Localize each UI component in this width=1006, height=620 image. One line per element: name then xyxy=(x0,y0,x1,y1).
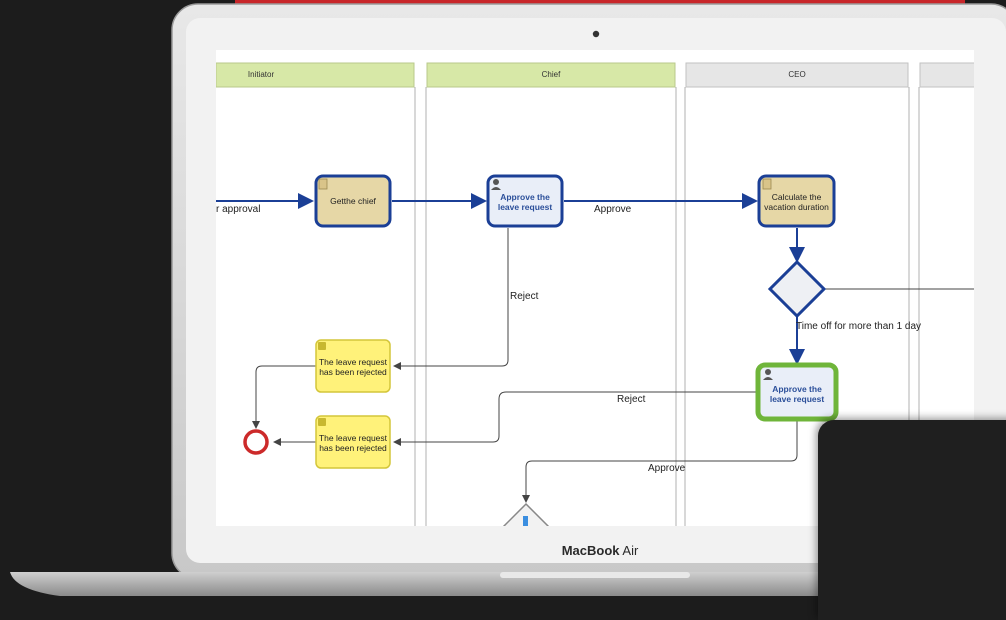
message-rejected-2 xyxy=(315,415,391,469)
flow-label: Approve xyxy=(594,204,632,215)
brand-name: MacBook xyxy=(561,543,620,558)
flow-approve-2 xyxy=(522,420,798,503)
lane-header-ceo xyxy=(685,62,909,88)
end-event-icon xyxy=(243,429,269,455)
laptop-notch xyxy=(500,572,690,578)
camera-icon xyxy=(592,30,600,38)
task-approve-leave-1 xyxy=(486,174,564,228)
task-label[interactable]: Approve the leave request xyxy=(769,384,825,404)
lane-title-initiator: Initiator xyxy=(247,70,275,79)
brand-model: Air xyxy=(622,543,639,558)
laptop-brand: MacBook Air xyxy=(540,543,660,558)
bottom-gateway-icon xyxy=(502,502,550,526)
flow-label: Reject xyxy=(617,394,646,405)
task-approve-leave-2 xyxy=(755,362,839,422)
bpmn-canvas xyxy=(216,62,974,526)
message-icon xyxy=(318,342,326,350)
flow-reject-2 xyxy=(393,391,756,446)
user-icon xyxy=(493,179,499,185)
script-task-icon xyxy=(318,178,328,190)
flow-label: r approval xyxy=(216,204,261,215)
lane-header-initiator xyxy=(216,62,415,88)
task-label[interactable]: Calculate the vacation duration xyxy=(764,192,829,212)
lane-header-chief xyxy=(426,62,676,88)
flow-label: Reject xyxy=(510,291,539,302)
user-icon xyxy=(763,377,773,380)
flow-label: Time off for more than 1 day xyxy=(796,321,922,332)
task-get-chief xyxy=(314,174,392,228)
message-label[interactable]: The leave request has been rejected xyxy=(318,433,388,453)
dark-overlay-card xyxy=(818,420,1006,620)
message-icon xyxy=(318,418,326,426)
lane-title-chief: Chief xyxy=(541,70,561,79)
lane-title-ceo: CEO xyxy=(788,70,806,79)
flow-to-end-1 xyxy=(252,365,316,429)
script-task-icon xyxy=(762,178,772,190)
task-label[interactable]: Approve the leave request xyxy=(497,192,553,212)
user-icon xyxy=(765,369,771,375)
user-icon xyxy=(491,187,501,190)
message-rejected-1 xyxy=(315,339,391,393)
task-calculate-vacation xyxy=(757,174,836,228)
laptop-base xyxy=(10,572,1006,596)
message-label[interactable]: The leave request has been rejected xyxy=(318,357,388,377)
flow-reject-1 xyxy=(393,228,509,370)
task-label[interactable]: Getthe chief xyxy=(330,196,376,206)
gateway-marker-icon xyxy=(523,516,528,526)
flow-label: Approve xyxy=(648,463,686,474)
exclusive-gateway-icon xyxy=(767,259,827,319)
lane-header-next xyxy=(919,62,974,88)
